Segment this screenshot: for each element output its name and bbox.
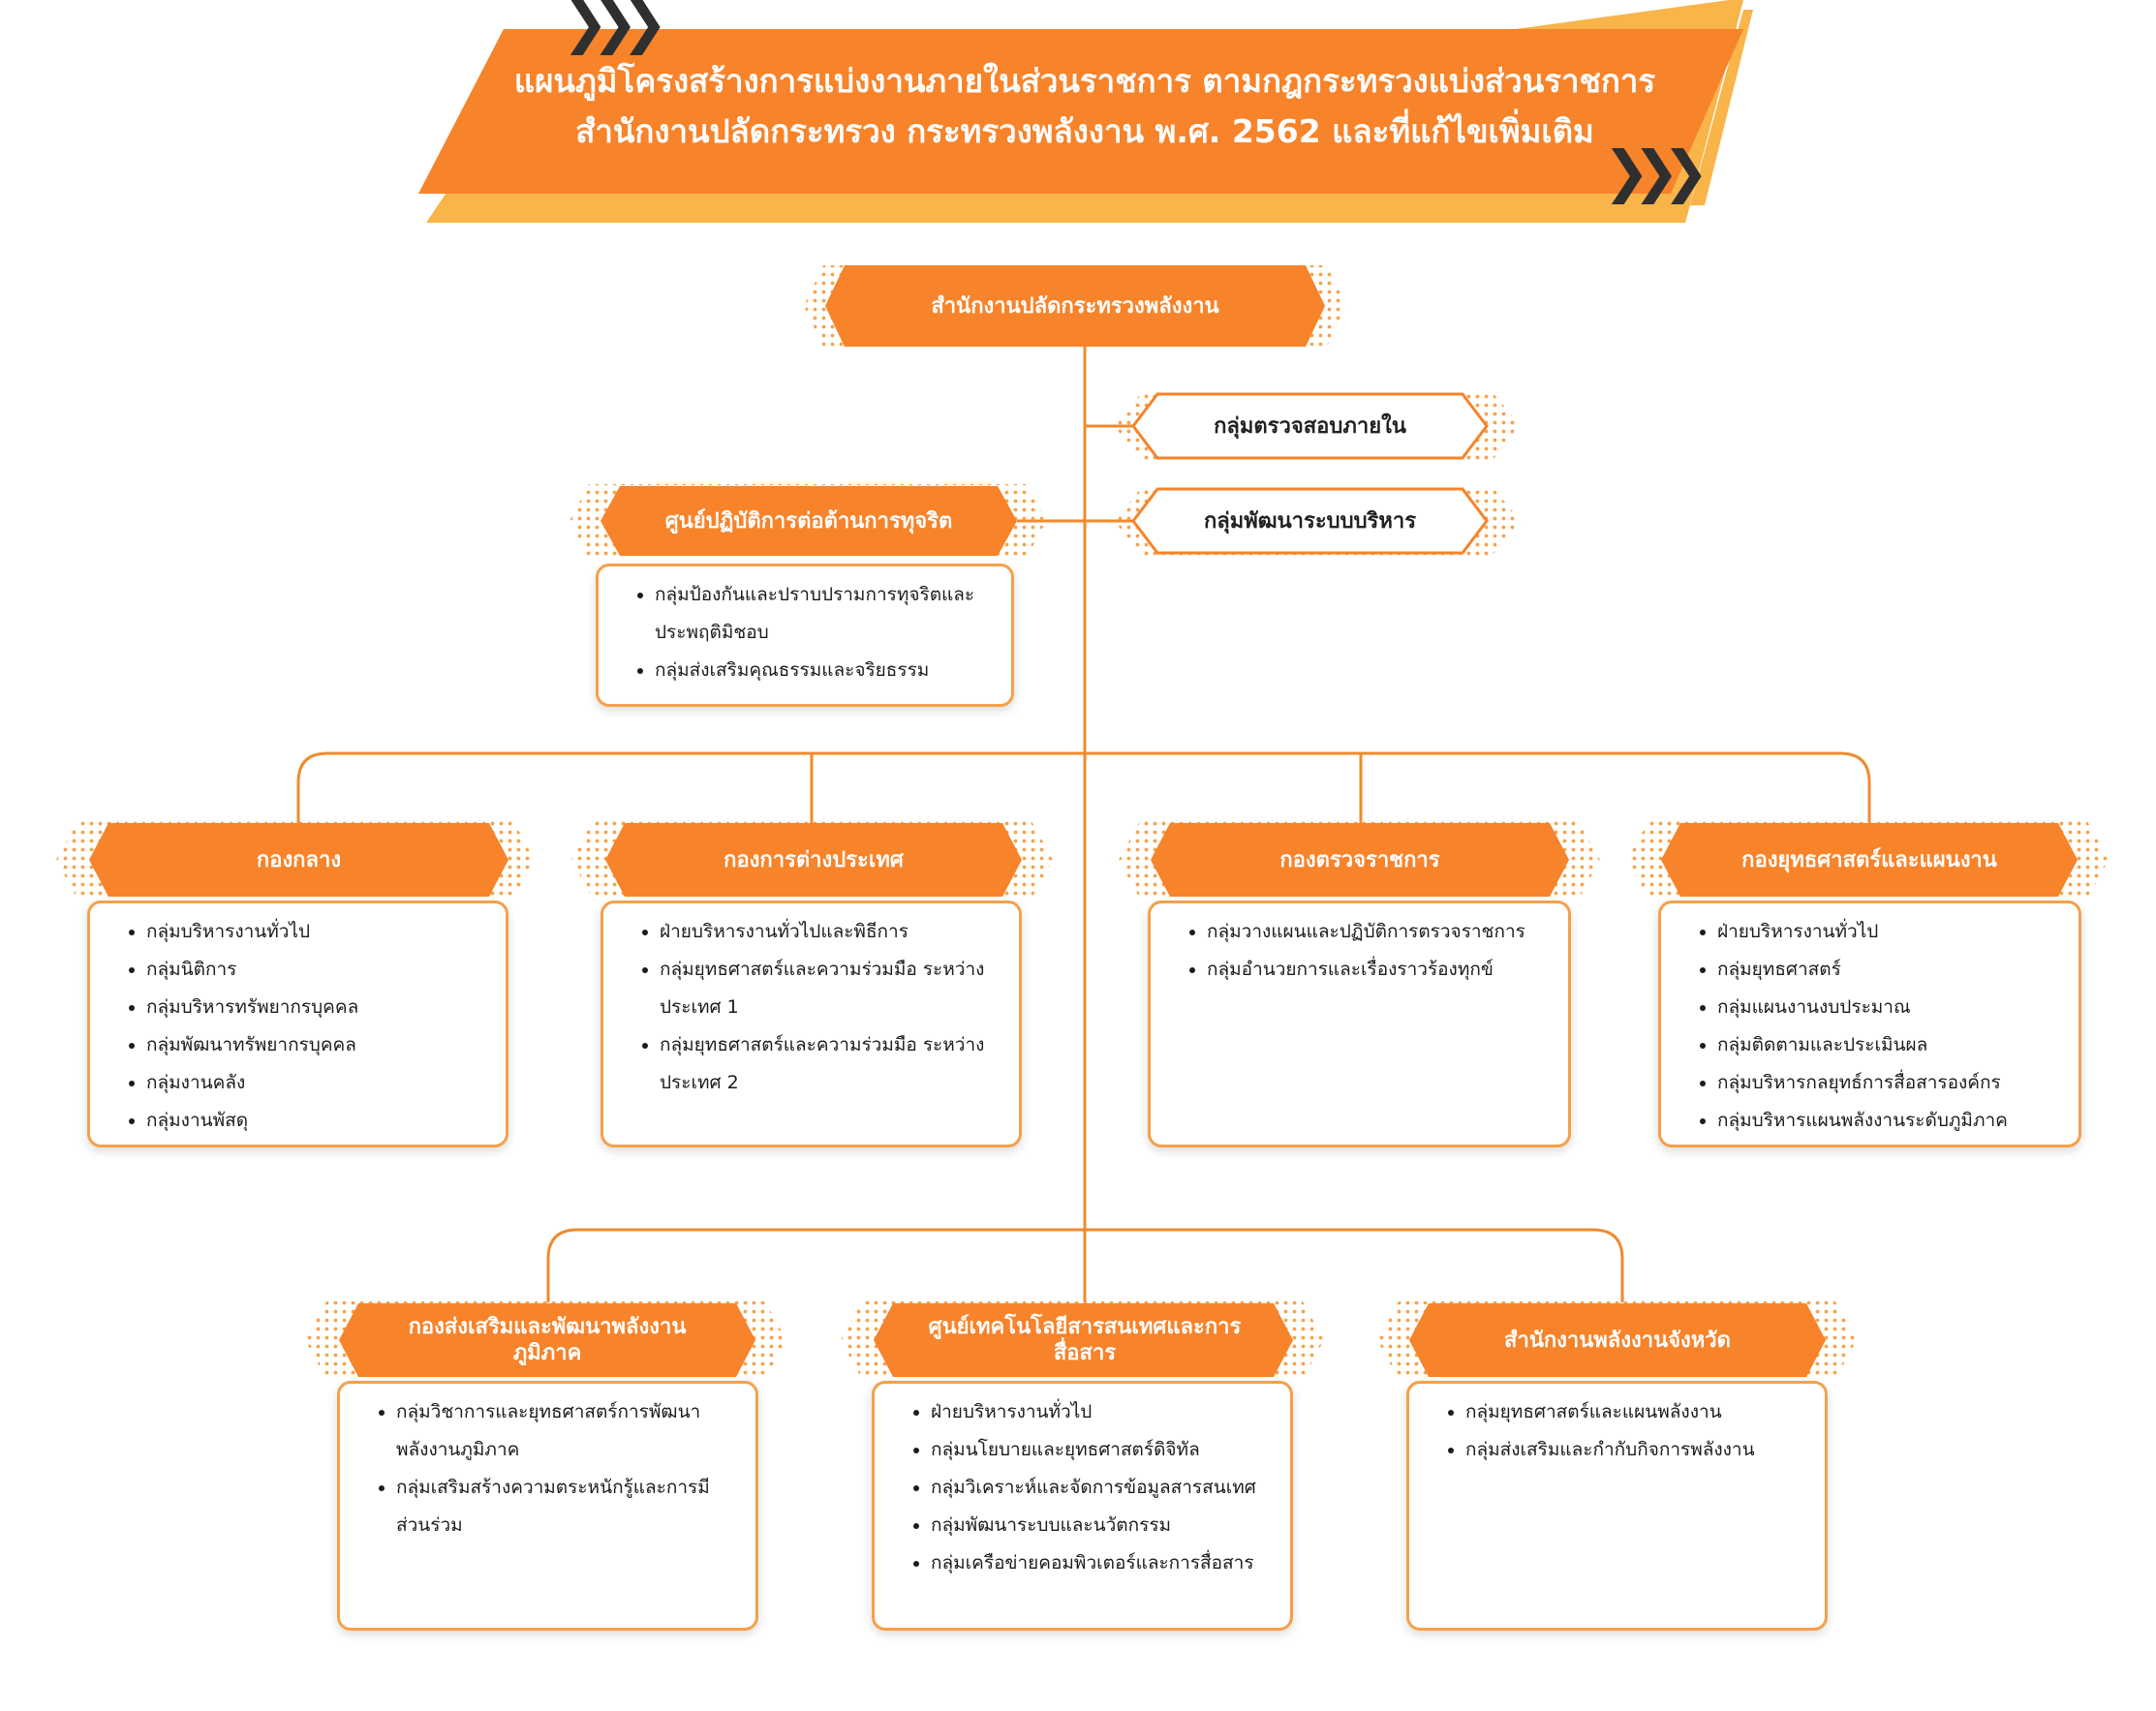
- list-item: กลุ่มแผนงานงบประมาณ: [1717, 989, 2059, 1026]
- list-item: กลุ่มยุทธศาสตร์และแผนพลังงาน: [1465, 1393, 1805, 1431]
- list-item: ฝ่ายบริหารงานทั่วไป: [1717, 913, 2059, 951]
- root-unit-label: สำนักงานปลัดกระทรวงพลังงาน: [931, 293, 1219, 319]
- list-item: กลุ่มเครือข่ายคอมพิวเตอร์และการสื่อสาร: [931, 1544, 1271, 1582]
- list-item: ฝ่ายบริหารงานทั่วไป: [931, 1393, 1271, 1431]
- list-item: กลุ่มงานคลัง: [146, 1064, 486, 1102]
- list-item: ฝ่ายบริหารงานทั่วไปและพิธีการ: [660, 913, 1000, 951]
- list-item: กลุ่มอำนวยการและเรื่องราวร้องทุกข์: [1207, 951, 1549, 989]
- row2-hex-shapes: [305, 1301, 1857, 1379]
- list-item: กลุ่มนโยบายและยุทธศาสตร์ดิจิทัล: [931, 1431, 1271, 1469]
- strategy-planning-division-box: ฝ่ายบริหารงานทั่วไป กลุ่มยุทธศาสตร์ กลุ่…: [1658, 901, 2081, 1147]
- anticorruption-hex-shape: [570, 484, 1046, 558]
- anticorruption-label: ศูนย์ปฏิบัติการต่อต้านการทุจริต: [664, 508, 953, 534]
- foreign-affairs-division-label: กองการต่างประเทศ: [724, 847, 904, 872]
- foreign-affairs-division-box: ฝ่ายบริหารงานทั่วไปและพิธีการ กลุ่มยุทธศ…: [601, 901, 1022, 1147]
- list-item: กลุ่มพัฒนาทรัพยากรบุคคล: [146, 1026, 486, 1064]
- list-item: กลุ่มเสริมสร้างความตระหนักรู้และการมีส่ว…: [396, 1469, 736, 1544]
- list-item: กลุ่มยุทธศาสตร์และความร่วมมือ ระหว่างประ…: [660, 951, 1000, 1026]
- ict-center-box: ฝ่ายบริหารงานทั่วไป กลุ่มนโยบายและยุทธศา…: [872, 1381, 1293, 1631]
- list-item: กลุ่มพัฒนาระบบและนวัตกรรม: [931, 1507, 1271, 1544]
- ict-center-list: ฝ่ายบริหารงานทั่วไป กลุ่มนโยบายและยุทธศา…: [875, 1384, 1290, 1592]
- strategy-planning-division-label: กองยุทธศาสตร์และแผนงาน: [1741, 847, 1997, 872]
- title-banner-front: [418, 29, 1743, 194]
- admin-dev-label: กลุ่มพัฒนาระบบบริหาร: [1203, 508, 1417, 534]
- list-item: กลุ่มติดตามและประเมินผล: [1717, 1026, 2059, 1064]
- row1-bus: [296, 751, 1871, 823]
- regional-energy-division-box: กลุ่มวิชาการและยุทธศาสตร์การพัฒนาพลังงาน…: [337, 1381, 758, 1631]
- list-item: กลุ่มยุทธศาสตร์: [1717, 951, 2059, 989]
- regional-energy-division-label: กองส่งเสริมและพัฒนาพลังงานภูมิภาค: [408, 1315, 687, 1365]
- list-item: กลุ่มส่งเสริมคุณธรรมและจริยธรรม: [655, 652, 992, 689]
- list-item: กลุ่มวางแผนและปฏิบัติการตรวจราชการ: [1207, 913, 1549, 951]
- triple-chevron-right-icon: ❯❯❯: [562, 0, 668, 55]
- central-division-label: กองกลาง: [256, 847, 342, 872]
- list-item: กลุ่มบริหารกลยุทธ์การสื่อสารองค์กร: [1717, 1064, 2059, 1102]
- anticorruption-list: กลุ่มป้องกันและปราบปรามการทุจริตและประพฤ…: [599, 566, 1011, 699]
- provincial-energy-office-list: กลุ่มยุทธศาสตร์และแผนพลังงาน กลุ่มส่งเสร…: [1409, 1384, 1825, 1479]
- admin-dev-hex-shape: [1114, 486, 1521, 556]
- page-title: แผนภูมิโครงสร้างการแบ่งงานภายในส่วนราชกา…: [494, 56, 1676, 157]
- connector-lines: [296, 347, 1871, 1302]
- list-item: กลุ่มบริหารแผนพลังงานระดับภูมิภาค: [1717, 1102, 2059, 1140]
- inspection-division-label: กองตรวจราชการ: [1279, 847, 1440, 872]
- internal-audit-label: กลุ่มตรวจสอบภายใน: [1214, 413, 1406, 439]
- regional-energy-division-list: กลุ่มวิชาการและยุทธศาสตร์การพัฒนาพลังงาน…: [340, 1384, 755, 1554]
- triple-chevron-right-icon: ❯❯❯: [1603, 138, 1709, 204]
- list-item: กลุ่มยุทธศาสตร์และความร่วมมือ ระหว่างประ…: [660, 1026, 1000, 1102]
- list-item: กลุ่มบริหารงานทั่วไป: [146, 913, 486, 951]
- list-item: กลุ่มวิเคราะห์และจัดการข้อมูลสารสนเทศ: [931, 1469, 1271, 1507]
- foreign-affairs-division-list: ฝ่ายบริหารงานทั่วไปและพิธีการ กลุ่มยุทธศ…: [603, 903, 1019, 1112]
- list-item: กลุ่มส่งเสริมและกำกับกิจการพลังงาน: [1465, 1431, 1805, 1469]
- ict-center-label: ศูนย์เทคโนโลยีสารสนเทศและการสื่อสาร: [928, 1315, 1242, 1365]
- list-item: กลุ่มนิติการ: [146, 951, 486, 989]
- title-area: ❯❯❯ แผนภูมิโครงสร้างการแบ่งงานภายในส่วนร…: [416, 0, 1753, 232]
- inspection-division-box: กลุ่มวางแผนและปฏิบัติการตรวจราชการ กลุ่ม…: [1148, 901, 1571, 1147]
- title-line-2: สำนักงานปลัดกระทรวง กระทรวงพลังงาน พ.ศ. …: [575, 112, 1594, 150]
- provincial-energy-office-label: สำนักงานพลังงานจังหวัด: [1504, 1328, 1731, 1353]
- provincial-energy-office-box: กลุ่มยุทธศาสตร์และแผนพลังงาน กลุ่มส่งเสร…: [1406, 1381, 1828, 1631]
- central-division-list: กลุ่มบริหารงานทั่วไป กลุ่มนิติการ กลุ่มบ…: [90, 903, 506, 1149]
- title-banner: [418, 0, 1753, 223]
- central-division-box: กลุ่มบริหารงานทั่วไป กลุ่มนิติการ กลุ่มบ…: [87, 901, 508, 1147]
- list-item: กลุ่มบริหารทรัพยากรบุคคล: [146, 989, 486, 1026]
- inspection-division-list: กลุ่มวางแผนและปฏิบัติการตรวจราชการ กลุ่ม…: [1151, 903, 1568, 998]
- anticorruption-box: กลุ่มป้องกันและปราบปรามการทุจริตและประพฤ…: [596, 564, 1014, 707]
- internal-audit-hex-shape: [1114, 391, 1521, 461]
- list-item: กลุ่มงานพัสดุ: [146, 1102, 486, 1140]
- strategy-planning-division-list: ฝ่ายบริหารงานทั่วไป กลุ่มยุทธศาสตร์ กลุ่…: [1661, 903, 2079, 1149]
- title-line-1: แผนภูมิโครงสร้างการแบ่งงานภายในส่วนราชกา…: [513, 62, 1656, 100]
- row1-hex-shapes: [56, 821, 2109, 899]
- list-item: กลุ่มป้องกันและปราบปรามการทุจริตและประพฤ…: [655, 576, 992, 652]
- list-item: กลุ่มวิชาการและยุทธศาสตร์การพัฒนาพลังงาน…: [396, 1393, 736, 1469]
- root-hex-shape: [804, 265, 1346, 347]
